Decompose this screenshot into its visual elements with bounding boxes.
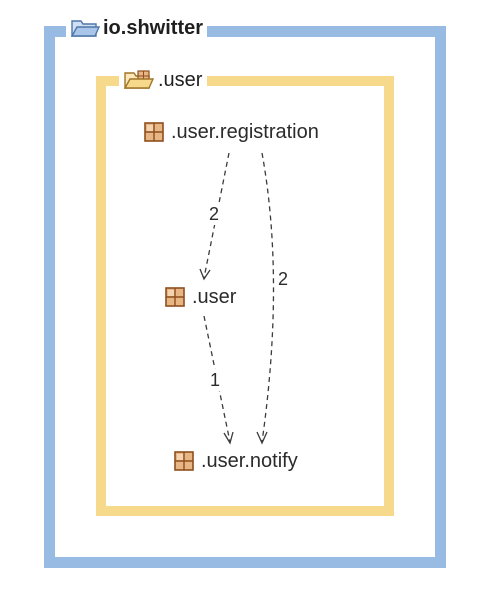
open-package-folder-icon <box>123 69 155 91</box>
package-icon <box>173 450 195 472</box>
package-node-notify[interactable]: .user.notify <box>173 448 298 474</box>
package-node-registration[interactable]: .user.registration <box>143 119 319 145</box>
package-node-label: .user <box>192 285 237 308</box>
open-folder-icon <box>70 17 101 39</box>
inner-package-header[interactable]: .user <box>119 66 208 94</box>
outer-package-label: io.shwitter <box>103 16 204 39</box>
package-icon <box>164 286 186 308</box>
outer-package-frame <box>44 26 446 568</box>
package-node-label: .user.registration <box>171 120 319 143</box>
package-node-label: .user.notify <box>201 449 298 472</box>
package-icon <box>143 121 165 143</box>
inner-package-label: .user <box>158 68 203 91</box>
inner-package-frame <box>96 76 394 516</box>
package-node-user[interactable]: .user <box>164 284 236 310</box>
outer-package-header[interactable]: io.shwitter <box>66 14 208 42</box>
